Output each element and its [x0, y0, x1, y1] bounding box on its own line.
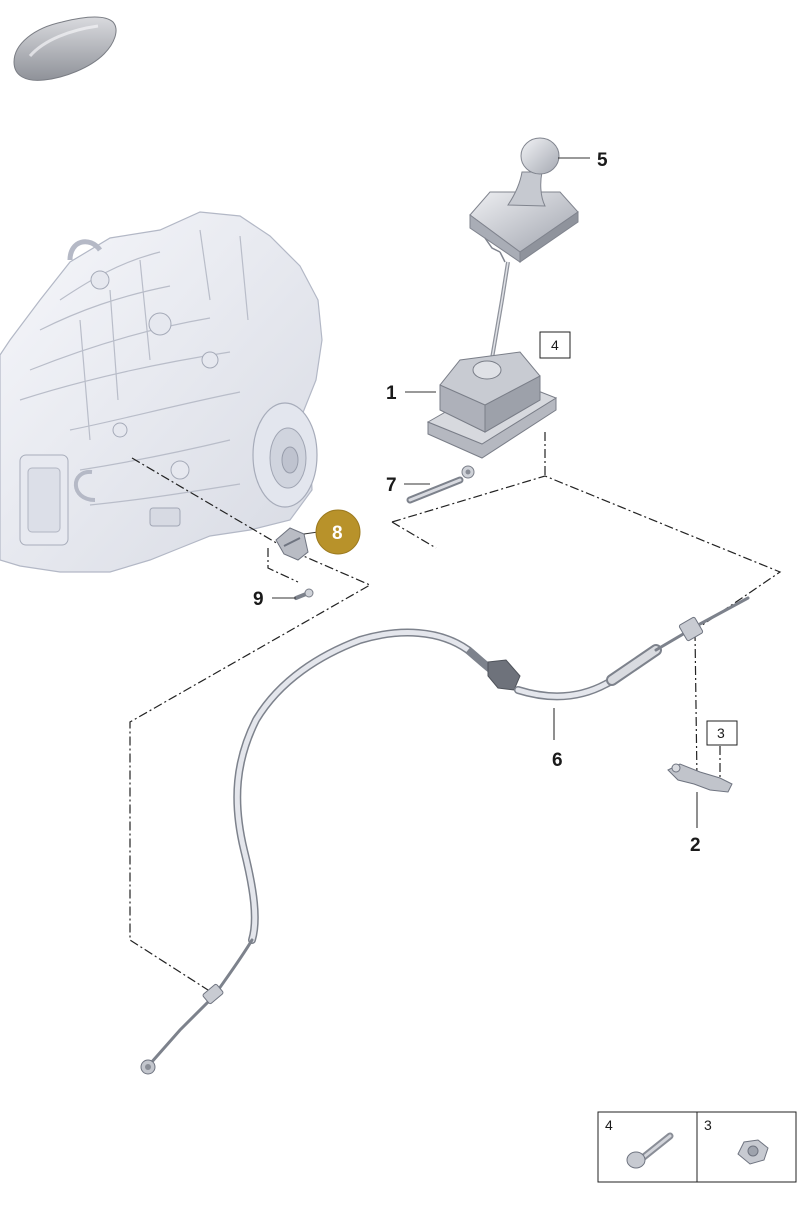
shift-connector-icon: [406, 465, 475, 504]
shift-cable-icon: [140, 596, 750, 1075]
transmission-assembly: [0, 211, 323, 573]
car-silhouette-icon: [13, 16, 117, 81]
legend-table: 4 3: [597, 1111, 797, 1183]
callout-7: 7: [386, 475, 397, 496]
callout-6: 6: [552, 750, 563, 771]
callout-4-box: [539, 331, 571, 359]
callout-8-highlight[interactable]: [315, 509, 361, 555]
legend-cell-b-number: 3: [704, 1117, 712, 1133]
shift-housing-icon: [426, 351, 558, 459]
legend-cell-a-number: 4: [605, 1117, 613, 1133]
callout-4: 4: [551, 337, 559, 353]
shift-lever-rod: [488, 261, 510, 371]
callout-2: 2: [690, 835, 701, 856]
callouts: 5 1 7 9 6 2 4 3 8: [253, 150, 738, 856]
callout-3: 3: [717, 725, 725, 741]
bolt-icon: [626, 1132, 674, 1169]
flange-nut-icon: [737, 1139, 769, 1165]
bolt-9-icon: [294, 588, 314, 600]
routing-lines: [129, 432, 782, 991]
callout-9: 9: [253, 589, 264, 610]
cable-bracket-icon: [275, 527, 309, 561]
leader-lines: [272, 157, 698, 828]
cable-clip-icon: [667, 763, 733, 793]
callout-1: 1: [386, 383, 397, 404]
gear-shift-knob-icon: [469, 137, 579, 263]
callout-5: 5: [597, 150, 608, 171]
callout-3-box: [706, 720, 738, 746]
callout-8[interactable]: 8: [332, 523, 343, 544]
